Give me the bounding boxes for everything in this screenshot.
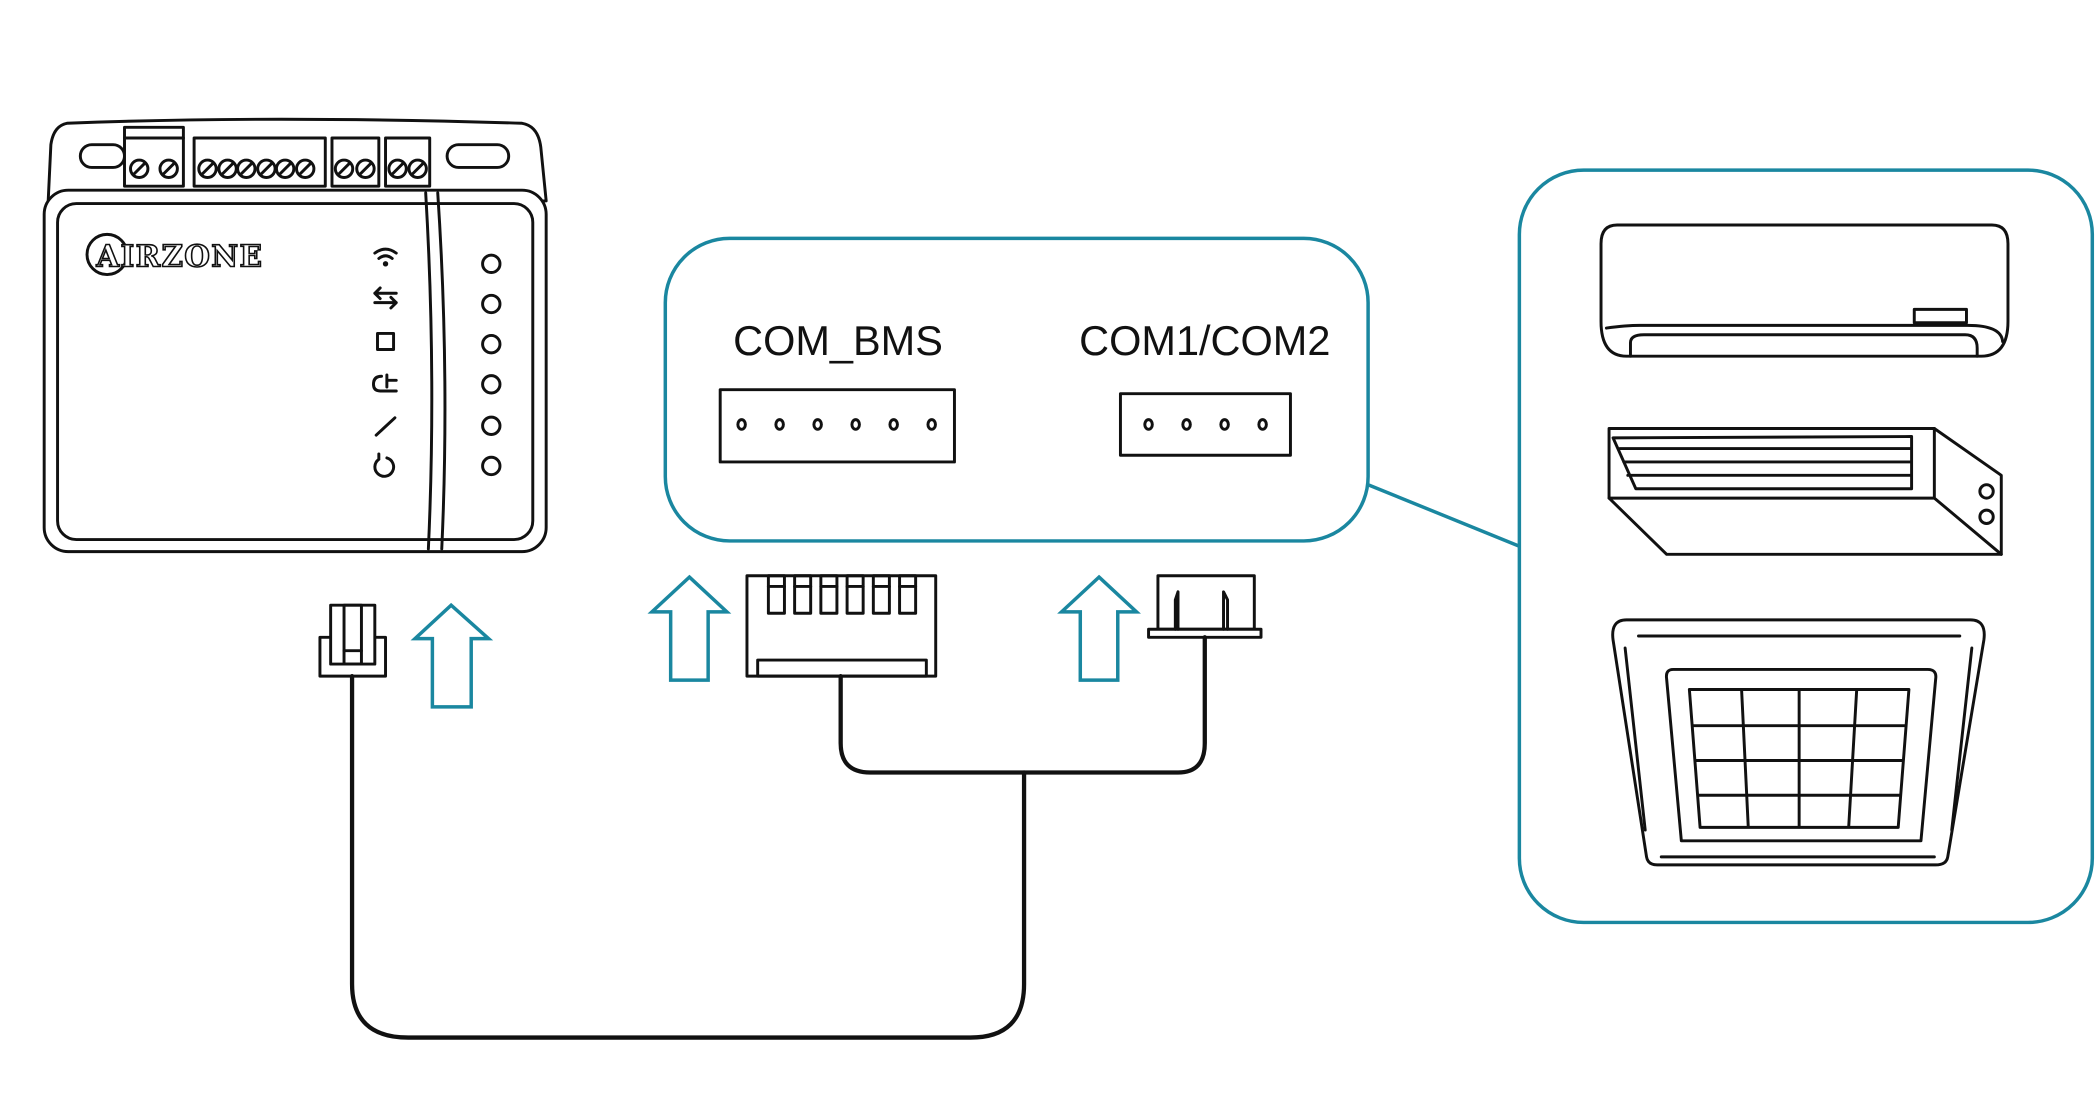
status-led (481, 455, 502, 477)
terminal-screw-icon (197, 158, 218, 179)
ducted-unit (1607, 427, 2003, 556)
pin-hole (812, 418, 823, 431)
pin-hole (774, 418, 785, 431)
connector-line (1367, 483, 1521, 548)
wifi-icon (373, 247, 398, 267)
pin-hole (736, 418, 747, 431)
link-icon (374, 416, 397, 437)
pin-hole (888, 418, 899, 431)
plug-pin (898, 574, 918, 615)
plug-pin (793, 574, 813, 615)
terminal-screw-icon (274, 158, 296, 179)
com-bms-label: COM_BMS (733, 317, 943, 364)
device-plug-connector (318, 603, 388, 678)
plug-pin (871, 574, 891, 615)
status-led (481, 374, 502, 395)
com1-com2-port (1118, 392, 1292, 457)
plug-pin (819, 574, 839, 615)
terminal-screw-icon (236, 158, 257, 179)
arrow-up-icon (647, 574, 732, 682)
terminal-screw-icon (158, 158, 179, 179)
terminal-screw-icon (129, 158, 150, 179)
pin-hole (850, 418, 861, 431)
com-bms-port (718, 388, 956, 464)
reset-icon (373, 452, 396, 478)
plug-pin (766, 574, 786, 615)
cassette-unit (1611, 618, 1986, 867)
chip-icon (376, 331, 396, 351)
terminal-screw-icon (407, 158, 428, 179)
cable (349, 673, 1027, 1040)
arrow-up-icon (1057, 574, 1141, 682)
status-leds (481, 253, 502, 477)
terminal-screw-icon (387, 158, 408, 179)
status-led (481, 415, 502, 436)
bms-plug-connector (745, 574, 938, 678)
pin-hole (1219, 418, 1230, 431)
status-led (481, 293, 502, 315)
power-plug-icon (372, 373, 398, 393)
com1-com2-label: COM1/COM2 (1079, 317, 1330, 364)
status-led (481, 333, 502, 355)
terminal-screw-icon (333, 158, 355, 179)
airzone-device: AIRZONE (42, 117, 548, 554)
mounting-slot-right (445, 143, 511, 169)
status-led (481, 253, 502, 275)
ac-units-panel (1517, 168, 2095, 925)
data-transfer-icon (373, 286, 398, 310)
ports-panel: COM_BMS COM1/COM2 (663, 236, 1370, 543)
com-plug-connector (1147, 574, 1263, 639)
svg-text:AIRZONE: AIRZONE (95, 239, 263, 274)
pin-hole (1257, 418, 1268, 431)
wall-split-unit (1599, 223, 2010, 358)
terminal-blocks (123, 125, 432, 188)
pin-hole (1143, 418, 1154, 431)
pin-hole (1181, 418, 1192, 431)
terminal-screw-icon (295, 158, 316, 179)
plug-pin (845, 574, 865, 615)
terminal-screw-icon (355, 158, 376, 179)
arrow-up-icon (410, 602, 494, 709)
status-icons (372, 247, 398, 478)
airzone-logo: AIRZONE (85, 232, 263, 277)
pin-hole (926, 418, 937, 431)
